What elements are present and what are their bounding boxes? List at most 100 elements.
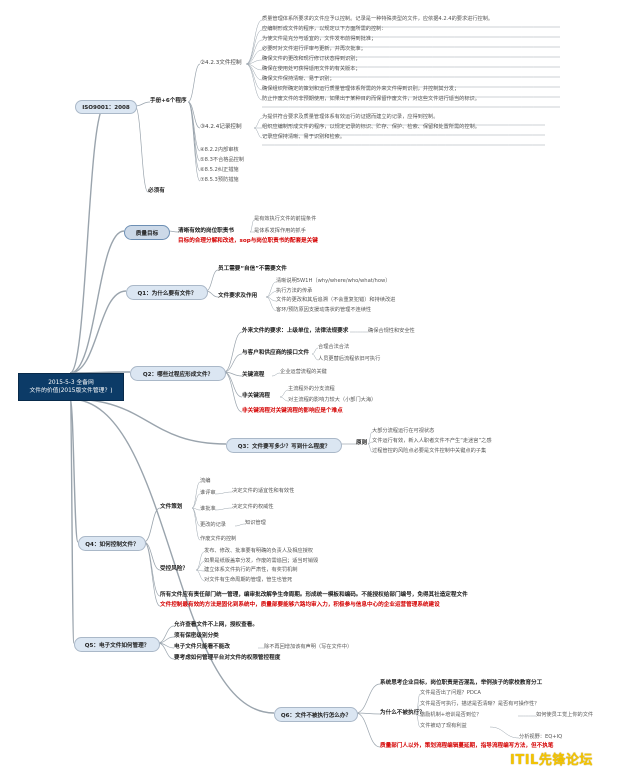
q4-planning-item: 更改的记录 [200, 522, 226, 528]
q6-item: 文件被动了现有利益 [420, 723, 467, 729]
connector [253, 117, 263, 129]
connector [415, 693, 421, 715]
q4-risk-item: 对文件有生命周期的管理，管生也管死 [204, 576, 293, 583]
connector [311, 347, 319, 355]
q3-principle-item: 大部分流程运行在可视状态 [372, 428, 435, 434]
connector [234, 523, 246, 527]
q2-interface-note-1: 合理合法合法 [318, 344, 350, 350]
quality-objective-node[interactable]: 质量目标 [124, 225, 170, 240]
procedures-label: 手册+6个程序 [150, 98, 187, 104]
root-node[interactable]: 2015-5-3 全备网 文件的价值(2015版文件管理？) [18, 373, 124, 401]
q6-node[interactable]: Q6：文件不被执行怎么办？ [274, 707, 358, 722]
q3-node[interactable]: Q3：文件要写多少？写到什么程度？ [226, 438, 342, 453]
connector [191, 493, 201, 509]
job-description-note-1: 是有效执行文件的前提条件 [254, 216, 317, 222]
connector [279, 396, 289, 402]
connector [134, 101, 151, 107]
connector [367, 431, 373, 445]
q4-planning-note: 决定文件的权威性 [232, 504, 274, 510]
connector [69, 230, 125, 374]
q4-bold-note: 所有文件应有责任部门统一管理，编审批改解争生命周期。形成统一模板和编码。不能授权… [160, 592, 468, 598]
q6-red-note: 质量部门人以外，策划流程编辑蔓延期，指导流程编写方法，但不执笔 [380, 743, 554, 749]
connector [245, 59, 263, 65]
connector [134, 105, 149, 193]
connector [245, 63, 263, 101]
doc-control-item: 必要时对文件进行评审与更新，并再次批准； [262, 46, 366, 52]
q4-risk-label: 受控风险？ [160, 566, 188, 572]
q2-red-note: 非关键流程对关键流程的影响应是个难点 [242, 408, 343, 414]
connector [187, 101, 201, 182]
connector [191, 481, 201, 509]
job-description-note-2: 是体系发挥作用的抓手 [254, 228, 306, 234]
procedure-item: ④8.2.2内部审核 [200, 147, 239, 153]
connector [69, 371, 131, 374]
q1-requirement-item: 清晰说明5W1H（why/where/who/what/how） [276, 278, 391, 284]
iso-node[interactable]: ISO9001：2008 [75, 100, 137, 114]
connector [69, 290, 127, 374]
connector [187, 101, 201, 162]
connector [143, 541, 161, 571]
q5-note: 除不再回增加该有声明（写在文件中） [264, 644, 353, 650]
quality-red-note: 目标的合理分解和改进，sop与岗位职责书的配套是关键 [178, 238, 318, 244]
q2-key-process-note: 企业运营流程的关键 [280, 369, 327, 375]
record-control-label: ③4.2.4记录控制 [200, 124, 242, 130]
q4-planning-note: 知识管理 [245, 520, 266, 526]
connector [143, 541, 161, 607]
connector [223, 353, 243, 373]
q2-interface-docs: 与客户和供应商的接口文件 [242, 350, 310, 356]
forum-logo: ITIL先锋论坛 [510, 753, 593, 768]
root-title-line1: 2015-5-3 全备网 [48, 380, 94, 386]
doc-control-item: 为使文件是充分与适宜的，文件发布前得到批准； [262, 36, 377, 42]
connector [191, 507, 201, 541]
doc-control-label: ②4.2.3文件控制 [200, 60, 242, 66]
connector [69, 105, 106, 374]
connector [355, 712, 381, 715]
connector [265, 291, 277, 298]
q2-node[interactable]: Q2：哪些过程应形成文件？ [130, 366, 226, 381]
q1-answer-requirements: 文件要求及作用 [218, 293, 258, 299]
q4-planning-item: 谁评审 [200, 490, 216, 496]
doc-control-item: 确保文件的更改和现行修订状态得到识别； [262, 56, 361, 62]
q4-risk-item: 如果是纸版盖章分发，作废的需追回；适当时销毁 [204, 557, 319, 564]
connector [279, 389, 289, 398]
doc-control-item: 确保组织所确定的策划和运行质量管理体系所需的外来文件得到识别，并控制其分发； [262, 86, 460, 92]
q3-principle-label: 原则 [356, 440, 368, 446]
connector [245, 39, 263, 65]
q5-item: 允许查看文件不上网，授权查看。 [174, 622, 258, 628]
connector [311, 353, 319, 361]
connector [355, 712, 381, 748]
q2-non-key-note-2: 对主流程的影响力较大（小部门大海） [288, 397, 377, 403]
q2-non-key-process: 非关键流程 [242, 393, 270, 399]
connector [245, 49, 263, 65]
q5-node[interactable]: Q5：电子文件如何管理？ [74, 637, 160, 652]
record-control-item: 组织应编制形成文件的程序，以规定记录的标识、贮存、保护、检索、保留和处置所需的控… [262, 124, 480, 130]
connector [195, 569, 205, 581]
q6-item: 激励机制+培训是否到位？ [420, 712, 482, 718]
q4-risk-item: 建立体系文件执行的严肃性，有奖罚机制 [204, 567, 298, 573]
q5-item: 电子文件只能看不能改 [174, 644, 230, 650]
q2-key-process: 关键流程 [242, 372, 265, 378]
q2-interface-note-2: 人员更替后流程依旧可执行 [318, 356, 381, 362]
q4-node[interactable]: Q4：如何控制文件？ [78, 536, 146, 551]
connector [157, 625, 175, 644]
q5-item: 要考虑如何管理平台对文件的权限管控程度 [174, 655, 281, 661]
q1-answer-confidence: 员工需要“自信”不需要文件 [218, 266, 287, 272]
procedure-item: ⑤8.3不合格品控制 [200, 157, 245, 163]
q6-item: 文件是否出了问题？PDCA [420, 690, 481, 696]
q1-node[interactable]: Q1：为什么要有文件？ [126, 285, 208, 300]
connector [249, 219, 255, 233]
connector [195, 561, 205, 571]
root-title-line2: 文件的价值(2015版文件管理？) [29, 388, 113, 394]
connector [187, 101, 201, 172]
connector [265, 296, 277, 311]
connector [69, 398, 75, 644]
procedure-item: ⑦8.5.3预防措施 [200, 177, 239, 183]
connector [214, 507, 233, 511]
connector [214, 491, 233, 495]
q6-note-1: 如何使员工觉上你的文件 [536, 712, 594, 718]
connector [489, 726, 520, 739]
q4-planning-item: 流编 [200, 478, 211, 484]
required-label: 必须有 [148, 188, 165, 194]
connector [69, 398, 79, 543]
connector [187, 63, 201, 103]
